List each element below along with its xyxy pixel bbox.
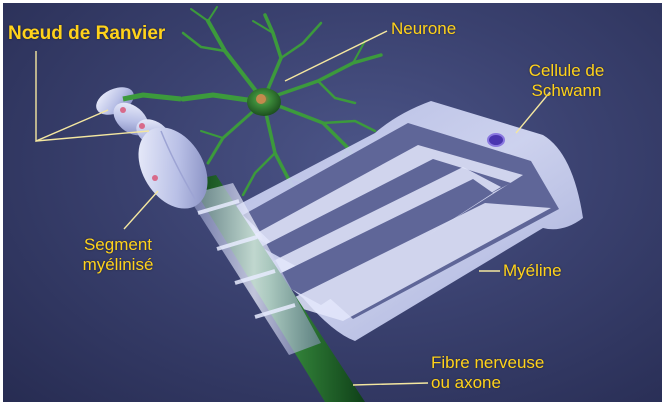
label-myeline: Myéline: [503, 261, 562, 281]
label-segment-line-2: myélinisé: [67, 255, 169, 275]
label-fibre-line-2: ou axone: [431, 373, 544, 393]
label-noeud-de-ranvier: Nœud de Ranvier: [8, 24, 165, 44]
label-fibre-nerveuse: Fibre nerveuse ou axone: [431, 353, 544, 393]
schwann-nucleus: [488, 134, 504, 146]
neuron-nucleus: [256, 94, 266, 104]
label-fibre-line-1: Fibre nerveuse: [431, 353, 544, 373]
label-segment-line-1: Segment: [67, 235, 169, 255]
axon-hillock: [123, 95, 181, 99]
label-segment-myelinise: Segment myélinisé: [67, 235, 169, 275]
label-schwann-line-1: Cellule de: [509, 61, 624, 81]
label-neurone: Neurone: [391, 19, 456, 39]
label-schwann-line-2: Schwann: [509, 81, 624, 101]
label-cellule-de-schwann: Cellule de Schwann: [509, 61, 624, 101]
